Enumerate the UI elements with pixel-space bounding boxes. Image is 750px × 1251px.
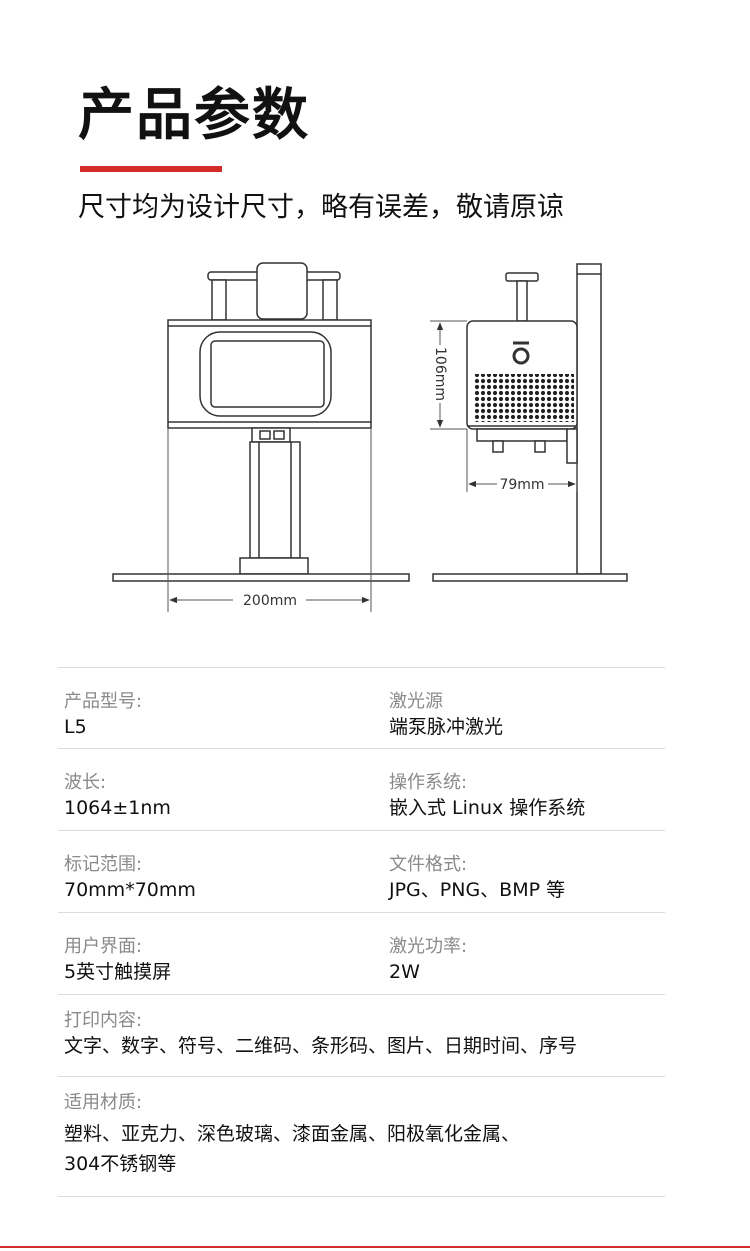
support-post: [211, 279, 227, 321]
spec-label: 用户界面:: [64, 936, 143, 957]
side-pillar: [576, 263, 602, 575]
spec-power: 激光功率: 2W: [389, 935, 467, 985]
spec-label: 激光功率:: [389, 936, 468, 957]
page-title: 产品参数: [78, 83, 310, 148]
spec-ui: 用户界面: 5英寸触摸屏: [64, 935, 171, 985]
spec-label: 激光源: [389, 691, 443, 712]
spec-row: 波长: 1064±1nm 操作系统: 嵌入式 Linux 操作系统: [58, 748, 665, 830]
base-plate: [112, 573, 410, 582]
spec-label: 操作系统:: [389, 772, 468, 793]
spec-label: 文件格式:: [389, 854, 468, 875]
spec-value: 2W: [389, 961, 420, 983]
page-subtitle: 尺寸均为设计尺寸，略有误差，敬请原谅: [78, 192, 564, 223]
support-post: [322, 279, 338, 321]
spec-value: 嵌入式 Linux 操作系统: [389, 797, 586, 819]
stand-column: [249, 441, 301, 559]
width-dimension-label: 200mm: [243, 593, 297, 609]
spec-label: 产品型号:: [64, 691, 143, 712]
spec-value: 5英寸触摸屏: [64, 961, 172, 983]
height-dimension-label: 106mm: [432, 347, 448, 401]
spec-label: 波长:: [64, 772, 107, 793]
spec-row: 标记范围: 70mm*70mm 文件格式: JPG、PNG、BMP 等: [58, 830, 665, 912]
spec-label: 适用材质:: [64, 1092, 143, 1113]
footer-accent-line: [0, 1246, 750, 1248]
spec-value: 70mm*70mm: [64, 879, 196, 901]
vent-grille: [474, 374, 574, 422]
column-base: [239, 557, 309, 575]
spec-wavelength: 波长: 1064±1nm: [64, 771, 171, 821]
title-accent-bar: [80, 166, 222, 172]
spec-label: 标记范围:: [64, 854, 143, 875]
spec-value: 1064±1nm: [64, 797, 171, 819]
touch-screen: [210, 340, 325, 408]
focus-knob: [505, 272, 539, 282]
spec-table: 产品型号: L5 激光源 端泵脉冲激光 波长: 1064±1nm 操作系统: 嵌…: [58, 667, 665, 1197]
spec-row: 用户界面: 5英寸触摸屏 激光功率: 2W: [58, 912, 665, 994]
spec-value: 304不锈钢等: [64, 1153, 177, 1175]
depth-dimension-label: 79mm: [499, 477, 544, 493]
side-bracket: [476, 428, 568, 442]
dimension-diagram: 200mm 106mm 79mm: [112, 262, 628, 612]
spec-value: L5: [64, 716, 87, 738]
spec-value: 端泵脉冲激光: [389, 716, 504, 738]
spec-value: JPG、PNG、BMP 等: [389, 879, 566, 901]
spec-value: 文字、数字、符号、二维码、条形码、图片、日期时间、序号: [64, 1035, 578, 1057]
spec-file-format: 文件格式: JPG、PNG、BMP 等: [389, 853, 565, 903]
side-view: [432, 263, 628, 582]
spec-row: 适用材质: 塑料、亚克力、深色玻璃、漆面金属、阳极氧化金属、 304不锈钢等: [58, 1076, 665, 1197]
spec-materials: 适用材质: 塑料、亚克力、深色玻璃、漆面金属、阳极氧化金属、 304不锈钢等: [64, 1091, 520, 1177]
spec-value: 塑料、亚克力、深色玻璃、漆面金属、阳极氧化金属、: [64, 1123, 521, 1145]
spec-laser-source: 激光源 端泵脉冲激光: [389, 690, 503, 740]
spec-row: 产品型号: L5 激光源 端泵脉冲激光: [58, 667, 665, 748]
spec-row: 打印内容: 文字、数字、符号、二维码、条形码、图片、日期时间、序号: [58, 994, 665, 1076]
lens-housing: [256, 262, 308, 320]
spec-os: 操作系统: 嵌入式 Linux 操作系统: [389, 771, 585, 821]
spec-label: 打印内容:: [64, 1010, 143, 1031]
spec-mark-range: 标记范围: 70mm*70mm: [64, 853, 196, 903]
spec-model: 产品型号: L5: [64, 690, 142, 740]
spec-print-content: 打印内容: 文字、数字、符号、二维码、条形码、图片、日期时间、序号: [64, 1009, 577, 1059]
side-base-plate: [432, 573, 628, 582]
front-view: [112, 262, 410, 582]
